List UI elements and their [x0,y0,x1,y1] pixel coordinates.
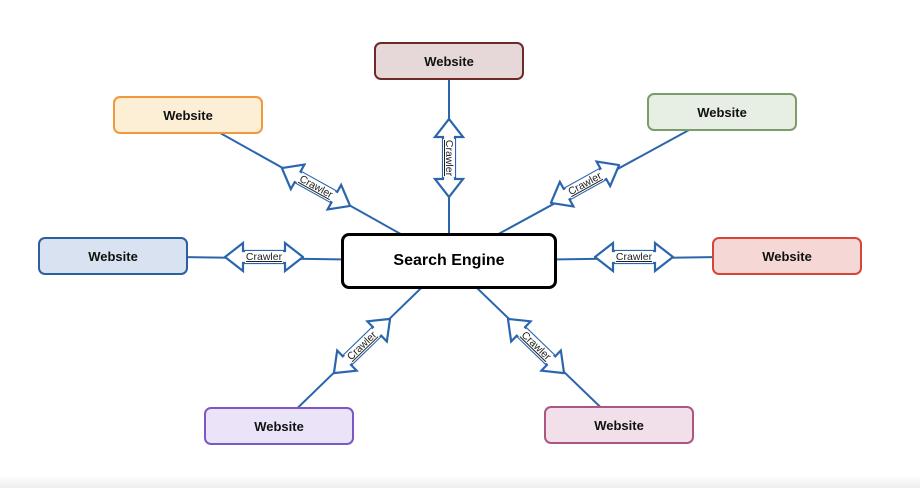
node-label: Search Engine [393,252,505,269]
crawler-label: Crawler [244,250,284,264]
crawler-arrow-top-left[interactable]: Crawler [273,154,358,221]
node-label: Website [163,107,213,123]
node-website-top-right[interactable]: Website [647,93,797,131]
crawler-arrow-left[interactable]: Crawler [224,241,304,273]
node-label: Website [762,248,812,264]
node-website-top[interactable]: Website [374,42,524,80]
page-bottom-edge [0,475,920,488]
node-label: Website [88,248,138,264]
node-website-left[interactable]: Website [38,237,188,275]
crawler-arrow-bottom-left[interactable]: Crawler [322,307,402,386]
crawler-arrow-top-right[interactable]: Crawler [542,151,627,218]
node-label: Website [424,53,474,69]
node-website-top-left[interactable]: Website [113,96,263,134]
node-website-bottom-right[interactable]: Website [544,406,694,444]
node-label: Website [254,418,304,434]
crawler-arrow-right[interactable]: Crawler [594,241,674,273]
crawler-arrow-top[interactable]: Crawler [433,118,465,198]
crawler-arrow-bottom-right[interactable]: Crawler [496,307,576,386]
crawler-label: Crawler [442,138,456,178]
node-website-right[interactable]: Website [712,237,862,275]
node-label: Website [594,417,644,433]
node-website-bottom-left[interactable]: Website [204,407,354,445]
crawler-label: Crawler [614,250,654,264]
node-label: Website [697,104,747,120]
node-search-engine[interactable]: Search Engine [341,233,557,289]
